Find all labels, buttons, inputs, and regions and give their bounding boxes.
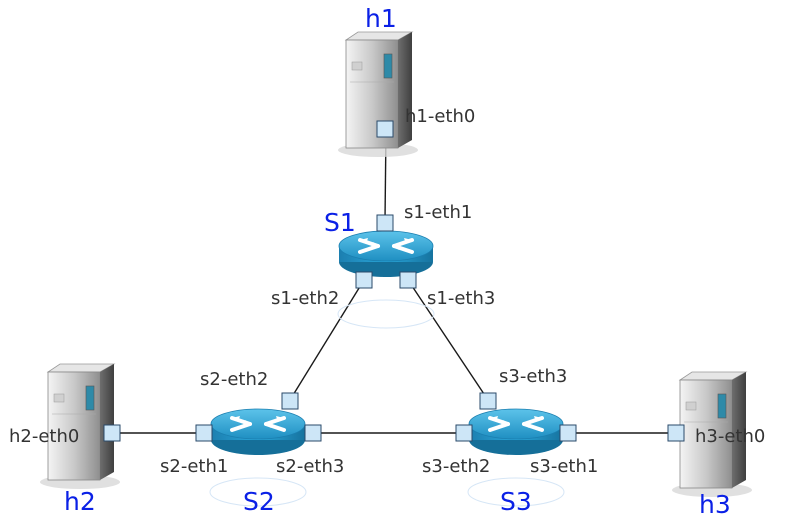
node-label-s2: S2 (243, 487, 275, 516)
port-s3-eth3[interactable] (479, 392, 497, 410)
host-h1-server-icon[interactable] (337, 31, 419, 158)
port-h1-eth0[interactable] (376, 120, 394, 138)
port-h3-eth0[interactable] (667, 424, 685, 442)
link-s1-s2 (289, 279, 365, 401)
port-s3-eth2[interactable] (455, 424, 473, 442)
port-label-h3-eth0: h3-eth0 (695, 426, 766, 447)
port-s2-eth3[interactable] (304, 424, 322, 442)
switch-s1-icon[interactable] (336, 229, 436, 330)
port-s1-eth2[interactable] (355, 271, 373, 289)
port-s1-eth3[interactable] (399, 271, 417, 289)
port-label-s3-eth3: s3-eth3 (499, 366, 568, 387)
port-label-s1-eth3: s1-eth3 (427, 288, 496, 309)
port-label-s1-eth2: s1-eth2 (271, 288, 340, 309)
node-label-s1: S1 (324, 208, 356, 237)
port-s2-eth2[interactable] (281, 392, 299, 410)
link-s1-s3 (407, 279, 489, 401)
port-label-s2-eth3: s2-eth3 (276, 456, 345, 477)
port-label-s3-eth1: s3-eth1 (530, 456, 599, 477)
ports (103, 120, 685, 442)
port-h2-eth0[interactable] (103, 424, 121, 442)
port-s3-eth1[interactable] (559, 424, 577, 442)
port-s2-eth1[interactable] (195, 424, 213, 442)
port-label-h2-eth0: h2-eth0 (9, 426, 80, 447)
node-label-h1: h1 (365, 4, 397, 33)
node-label-h2: h2 (64, 487, 96, 516)
port-label-s1-eth1: s1-eth1 (404, 202, 473, 223)
port-label-h1-eth0: h1-eth0 (405, 106, 476, 127)
port-label-s2-eth1: s2-eth1 (160, 456, 229, 477)
port-s1-eth1[interactable] (376, 214, 394, 232)
port-label-s3-eth2: s3-eth2 (422, 456, 491, 477)
node-label-h3: h3 (699, 490, 731, 519)
port-label-s2-eth2: s2-eth2 (200, 369, 269, 390)
links (112, 129, 676, 434)
node-label-s3: S3 (500, 487, 532, 516)
